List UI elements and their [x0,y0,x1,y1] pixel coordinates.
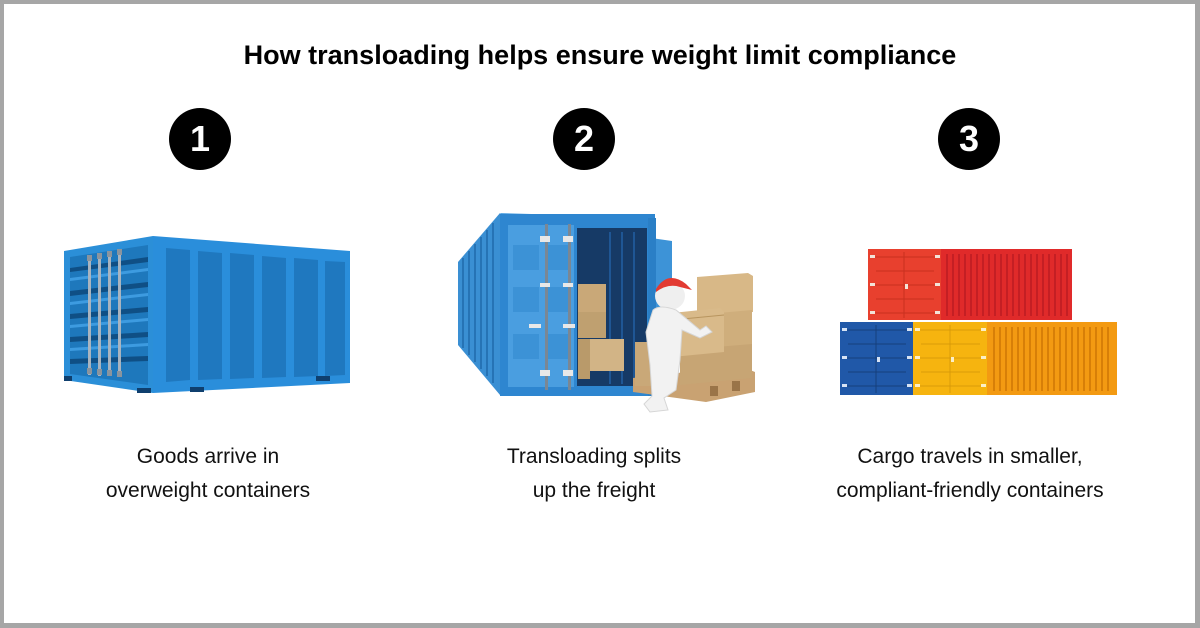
step-1-caption-line1: Goods arrive in [136,445,280,468]
step-1-badge: 1 [169,108,231,170]
step-2-caption-line1: Transloading splits [506,445,682,468]
step-3-caption: Cargo travels in smaller, compliant-frie… [770,440,1170,508]
step-3-badge: 3 [938,108,1000,170]
step-3-caption-line2: compliant-friendly containers [836,479,1104,502]
page-title: How transloading helps ensure weight lim… [243,40,957,70]
step-3-caption-line1: Cargo travels in smaller, [857,445,1083,468]
step-1-caption: Goods arrive in overweight containers [8,440,408,508]
step-1-caption-line2: overweight containers [105,479,311,502]
step-2-badge: 2 [553,108,615,170]
step-2-caption: Transloading splits up the freight [394,440,794,508]
step-2-caption-line2: up the freight [532,479,656,502]
